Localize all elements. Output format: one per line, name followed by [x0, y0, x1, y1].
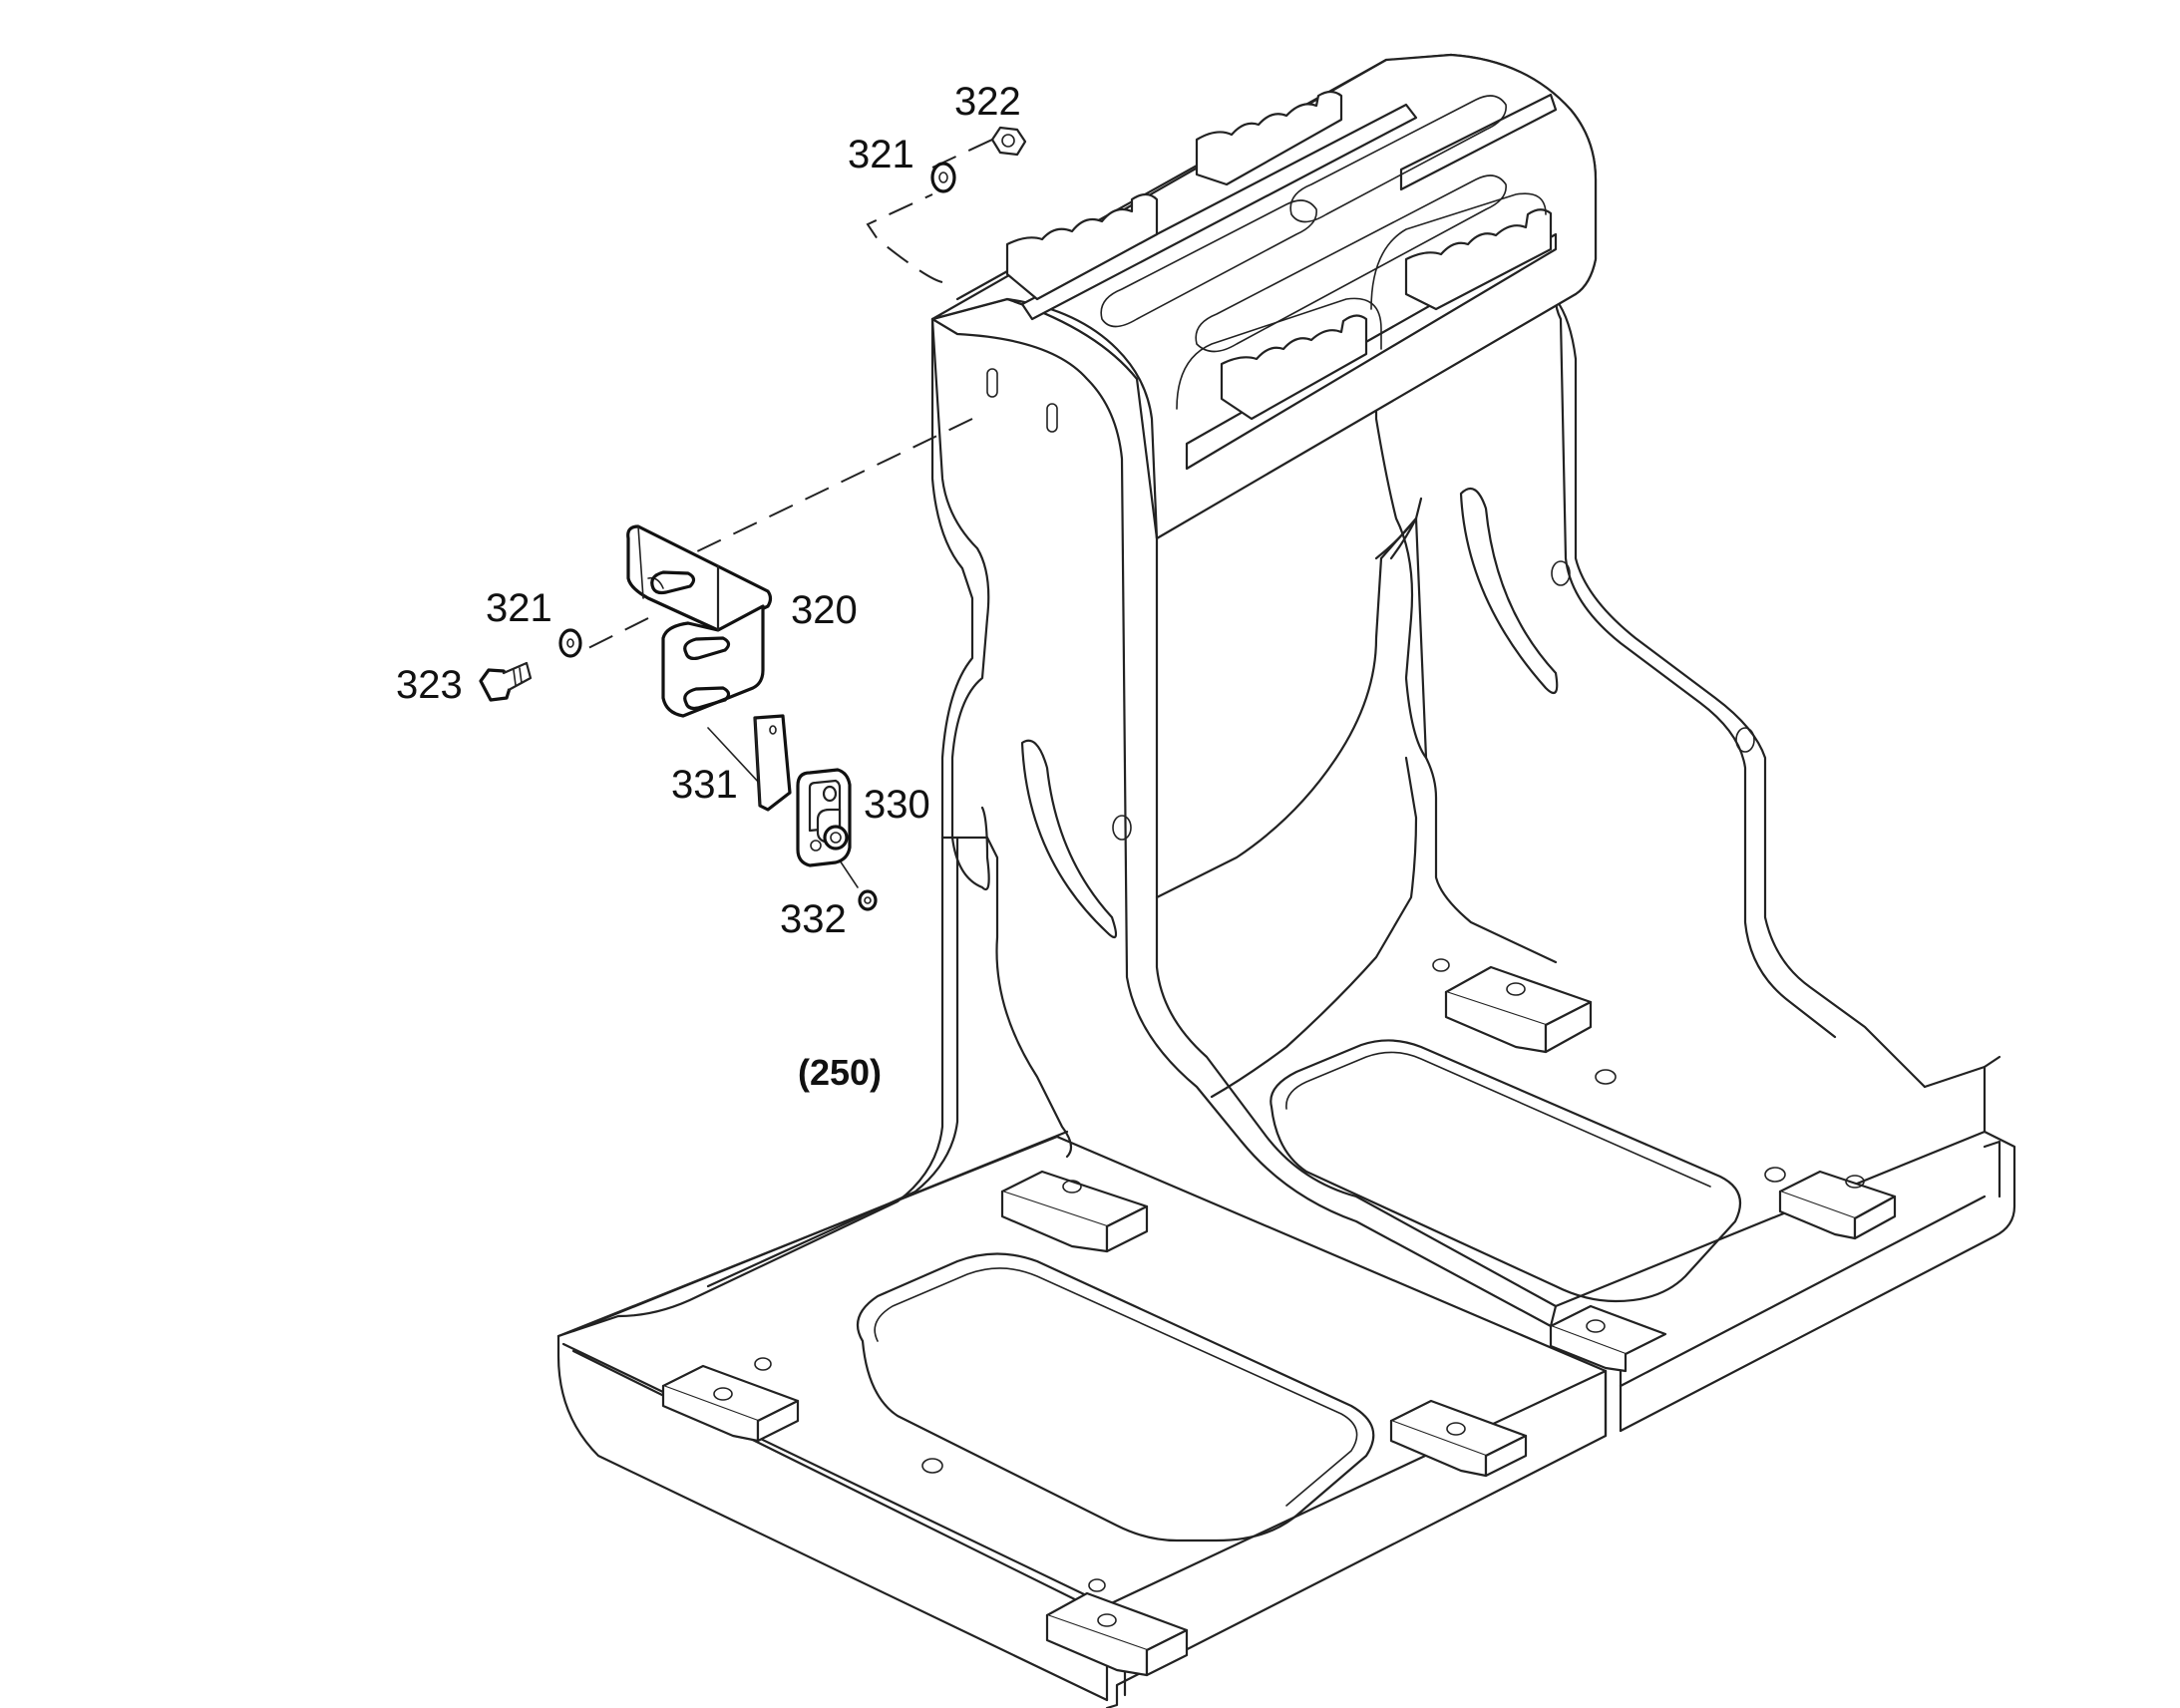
tray-hole	[754, 1357, 772, 1371]
center-web	[1155, 516, 1428, 1099]
assembly-label-250: (250)	[798, 1052, 882, 1093]
callout-321-top: 321	[848, 133, 914, 176]
mount-block-3	[1389, 1399, 1528, 1478]
plate-331	[753, 714, 792, 812]
callout-322: 322	[954, 80, 1021, 124]
screw-332	[858, 889, 878, 911]
callout-331: 331	[671, 763, 738, 807]
switch-330	[796, 768, 852, 867]
tray-hole	[1088, 1578, 1106, 1592]
hex-nut-322	[990, 126, 1027, 157]
top-saddle	[930, 53, 1598, 540]
callout-320: 320	[791, 588, 858, 632]
callout-321-left: 321	[486, 586, 552, 630]
mount-block-7	[1549, 1304, 1667, 1373]
tray-hole	[1764, 1167, 1786, 1183]
base-tray	[556, 958, 2016, 1708]
tray-hole	[1595, 1069, 1617, 1085]
callout-330: 330	[864, 783, 930, 827]
mount-block-4	[1045, 1591, 1189, 1677]
callout-labels: 322 321 321 320 323 331 330 332 (250)	[396, 80, 1021, 1093]
tray-hole	[921, 1458, 943, 1474]
callout-323: 323	[396, 663, 463, 707]
washer-321-top	[930, 162, 956, 193]
mount-block-1	[661, 1364, 800, 1443]
frame-assembly	[556, 53, 2016, 1708]
mount-block-2	[1000, 1170, 1149, 1253]
tray-hole	[1432, 958, 1450, 972]
washer-321-left	[558, 628, 582, 658]
callout-332: 332	[780, 897, 847, 941]
mount-block-5	[1444, 965, 1593, 1054]
mount-block-6	[1778, 1170, 1897, 1240]
bolt-323	[479, 661, 533, 702]
bracket-320	[626, 524, 773, 718]
